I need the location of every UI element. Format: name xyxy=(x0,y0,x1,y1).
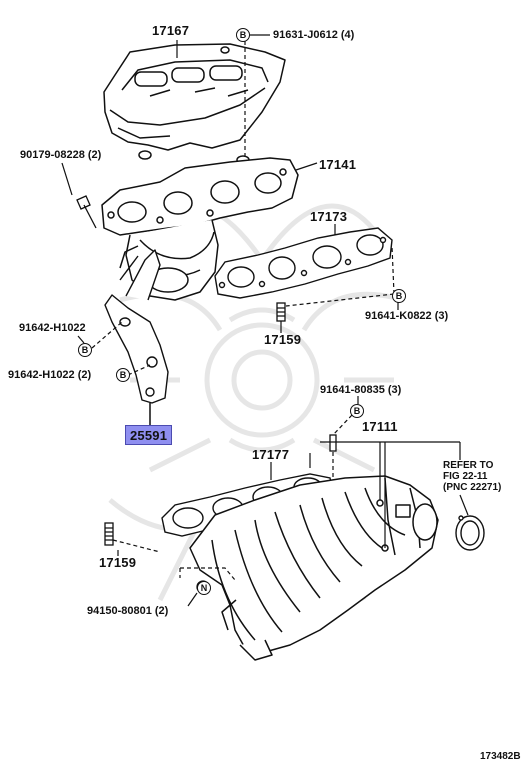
label-intake-bolt: 91641-80835 (3) xyxy=(320,384,402,396)
label-heat-insulator: 17167 xyxy=(152,23,190,38)
label-exhaust-gasket: 17173 xyxy=(310,209,348,224)
label-exhaust-stud: 17159 xyxy=(264,332,302,347)
reference-line-1: REFER TO xyxy=(443,460,494,471)
label-insulator-bolt: 91631-J0612 (4) xyxy=(273,29,355,41)
label-intake-nut: 94150-80801 (2) xyxy=(87,605,169,617)
figure-code: 173482B xyxy=(480,751,521,762)
exhaust-gasket-drawing xyxy=(214,227,393,299)
badge-n-intake-nut: N xyxy=(197,581,211,595)
badge-b-exhaust-stud-bolt: B xyxy=(392,289,406,303)
label-bracket-highlighted[interactable]: 25591 xyxy=(125,425,173,445)
label-exhaust-manifold: 17141 xyxy=(319,157,357,172)
bracket-drawing xyxy=(104,249,169,425)
label-intake-stud: 17159 xyxy=(99,555,137,570)
throttle-gasket-drawing xyxy=(455,515,485,551)
badge-b-bracket-bolt-lower: B xyxy=(116,368,130,382)
badge-b-insulator-bolt: B xyxy=(236,28,250,42)
label-intake-manifold: 17111 xyxy=(362,419,398,434)
label-intake-gasket: 17177 xyxy=(252,447,290,462)
label-exhaust-gasket-bolt: 90179-08228 (2) xyxy=(20,149,102,161)
intake-manifold-drawing xyxy=(189,475,439,661)
badge-b-intake-bolt: B xyxy=(350,404,364,418)
leader-lines xyxy=(61,34,469,607)
reference-line-2: FIG 22-11 xyxy=(443,471,488,482)
label-bracket-bolt-lower: 91642-H1022 (2) xyxy=(8,369,92,381)
heat-insulator-drawing xyxy=(103,43,286,165)
label-bracket-bolt-upper: 91642-H1022 xyxy=(19,322,86,334)
badge-b-bracket-bolt-upper: B xyxy=(78,343,92,357)
label-exhaust-stud-bolt: 91641-K0822 (3) xyxy=(365,310,449,322)
reference-line-3: (PNC 22271) xyxy=(443,482,502,493)
